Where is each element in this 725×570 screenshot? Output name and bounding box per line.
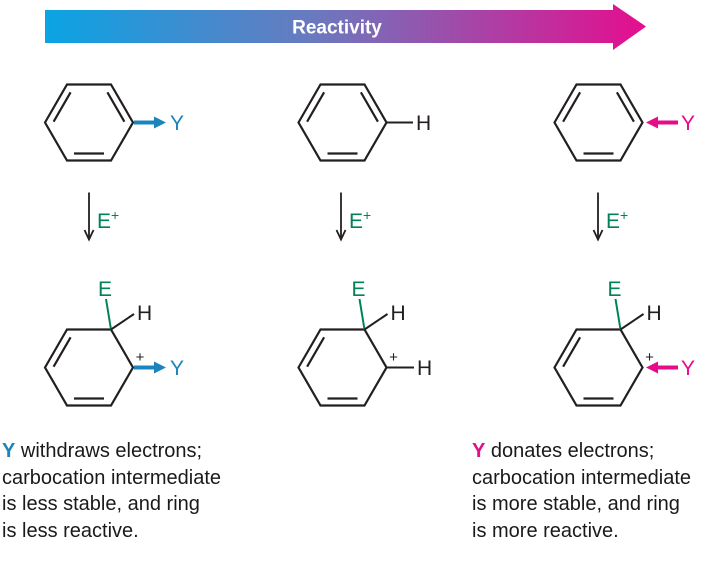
down-arrow-head [335, 229, 347, 242]
cation-plus-label: + [389, 349, 398, 366]
caption-y-label: Y [472, 440, 486, 462]
dienyl-ring [297, 328, 388, 407]
caption-line-1-text: withdraws electrons; [15, 440, 203, 462]
dienyl-ring [553, 328, 644, 407]
reaction-arrow-right: E+ [592, 192, 628, 242]
benzene-ring [297, 83, 388, 162]
y-substituent-label: Y [681, 357, 695, 380]
e-bond [614, 298, 622, 330]
cation-plus-label: + [136, 349, 145, 366]
h-bond [619, 313, 645, 331]
h-substituent-label: H [416, 112, 431, 135]
electrophile-plus: + [111, 207, 119, 223]
caption-donating: Y donates electrons; carbocation interme… [472, 438, 691, 544]
h-atom-label: H [137, 302, 152, 325]
electrophile-e: E [606, 210, 620, 233]
e-atom-label: E [98, 278, 112, 301]
electrophile-e: E [97, 210, 111, 233]
down-arrow-head [83, 229, 95, 242]
benzene-ring [553, 83, 644, 162]
electrophile-e: E [349, 210, 363, 233]
h-bond [363, 313, 389, 331]
electrophile-plus: + [363, 207, 371, 223]
y-substituent-label: Y [170, 112, 184, 135]
h-substituent-label: H [417, 357, 432, 380]
y-substituent-label: Y [170, 357, 184, 380]
y-withdraw-arrow-head [154, 116, 166, 129]
reaction-arrow-left: E+ [83, 192, 119, 242]
benzene-ring [43, 83, 135, 162]
benzene-y-withdrawing: Y [43, 83, 184, 162]
benzene-h-reference: H [297, 83, 431, 162]
electrophile-label: E+ [349, 207, 371, 233]
y-donate-arrow-head [646, 116, 658, 129]
caption-line-2: carbocation intermediate [2, 466, 222, 489]
caption-line-2: carbocation intermediate [472, 466, 692, 489]
h-atom-label: H [391, 302, 406, 325]
electrophile-label: E+ [97, 207, 119, 233]
intermediate-h-reference: E H + H [297, 278, 432, 407]
e-atom-label: E [351, 278, 365, 301]
benzene-y-donating: Y [553, 83, 695, 162]
dienyl-ring [43, 328, 135, 407]
caption-line-3: is more stable, and ring [472, 493, 680, 515]
intermediate-y-withdrawing: E H + Y [43, 278, 184, 407]
reactivity-arrow-shape [45, 4, 646, 50]
caption-line-1: Y withdraws electrons; [2, 438, 221, 465]
e-bond [358, 298, 366, 330]
reactivity-gradient-arrow: Reactivity [45, 4, 646, 50]
reaction-arrow-center: E+ [335, 192, 371, 242]
cation-plus-label: + [645, 349, 654, 366]
caption-withdrawing: Y withdraws electrons; carbocation inter… [2, 438, 221, 544]
electrophile-plus: + [620, 207, 628, 223]
reactivity-label: Reactivity [292, 18, 382, 39]
caption-y-label: Y [2, 440, 16, 462]
intermediate-y-donating: E H + Y [553, 278, 695, 407]
y-donate-arrow-head [646, 361, 658, 374]
y-substituent-label: Y [681, 112, 695, 135]
h-bond [110, 313, 135, 331]
electrophile-label: E+ [606, 207, 628, 233]
caption-line-3: is less stable, and ring [2, 493, 200, 515]
caption-line-4: is less reactive. [2, 519, 139, 542]
caption-line-1: Y donates electrons; [472, 438, 691, 465]
y-withdraw-arrow-head [154, 361, 166, 374]
e-bond [105, 298, 112, 330]
h-atom-label: H [647, 302, 662, 325]
caption-line-1-text: donates electrons; [485, 440, 655, 462]
e-atom-label: E [607, 278, 621, 301]
caption-line-4: is more reactive. [472, 519, 619, 542]
down-arrow-head [592, 229, 604, 242]
